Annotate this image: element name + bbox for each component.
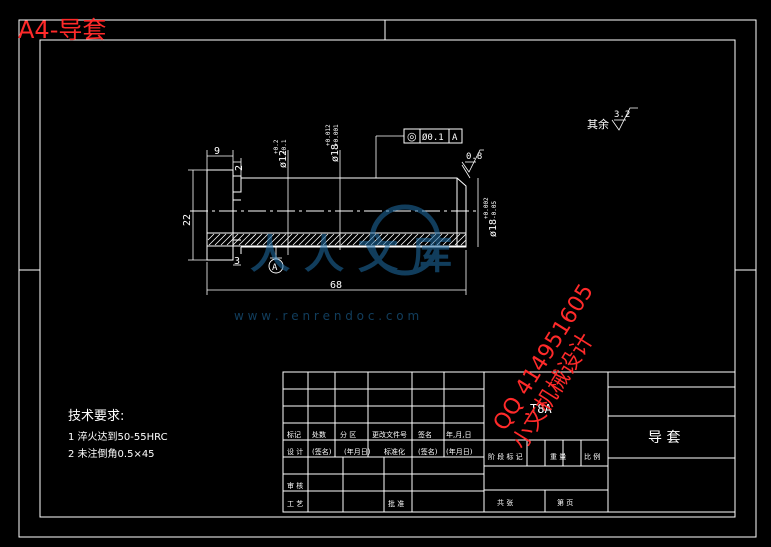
material: T8A (530, 402, 552, 416)
gdt-tolerance: Ø0.1 (422, 132, 444, 143)
dimensions (188, 135, 479, 295)
tol-bore-left-lower: +0.1 (281, 139, 288, 154)
part-view (190, 169, 480, 261)
note-other-value: 3.2 (614, 110, 630, 120)
datum-marker: A (268, 258, 284, 274)
row1-col5: 签名 (418, 430, 432, 439)
stage-marker-label: 阶 段 标 记 (488, 452, 523, 461)
review-label: 审 核 (287, 481, 303, 490)
tech-item-1: 1 淬火达到50-55HRC (68, 430, 168, 443)
title-block-text: T8A 导 套 标记 处数 分 区 更改文件号 签名 年,月,日 设 计 (签名… (287, 402, 680, 508)
tech-title: 技术要求: (68, 409, 124, 424)
row1-col3: 分 区 (340, 430, 356, 439)
tech-requirements: 技术要求: 1 淬火达到50-55HRC 2 未注倒角0.5×45 (68, 409, 168, 460)
concentricity-icon: ◎ (407, 130, 417, 143)
row2-col3: (年月日) (344, 447, 371, 456)
row2-col6: (年月日) (446, 447, 473, 456)
sheet-total: 共 张 (497, 498, 513, 507)
row2-col4: 标准化 (384, 447, 405, 456)
datum-label: A (272, 263, 278, 273)
gdt-datum: A (452, 133, 458, 143)
row1-col2: 处数 (312, 430, 326, 439)
watermark-url: w w w . r e n r e n d o c . c o m (234, 309, 419, 323)
tech-item-2: 2 未注倒角0.5×45 (68, 447, 155, 460)
roughness-symbol: 0.8 (461, 149, 484, 173)
tol-bore-left-upper: +0.2 (273, 139, 280, 154)
dia-outer-right: ø18 (488, 219, 499, 237)
dia-bore-mid: ø18 (330, 144, 341, 162)
dim-chamfer-left: 3 (234, 256, 240, 267)
section-hatching (207, 233, 467, 246)
dia-bore-left: ø12 (278, 150, 289, 168)
dim-step-small: 2 (234, 165, 245, 171)
approve-label: 批 准 (388, 499, 404, 508)
row2-col5: (签名) (418, 447, 438, 456)
other-roughness-note: 其余 3.2 (587, 107, 638, 131)
row1-col1: 标记 (287, 430, 301, 439)
note-other-label: 其余 (587, 117, 609, 131)
dim-length: 68 (330, 280, 342, 291)
dim-width-top: 9 (214, 146, 220, 157)
sheet-number: 第 页 (557, 498, 573, 507)
gdt-frame: ◎ Ø0.1 A (403, 128, 463, 144)
watermark-brand: 人人文库 (250, 232, 466, 278)
row1-col6: 年,月,日 (446, 430, 471, 439)
roughness-value: 0.8 (466, 152, 482, 162)
row1-col4: 更改文件号 (372, 430, 407, 439)
outer-border (18, 19, 757, 538)
tol-bore-mid-lower: +0.001 (333, 124, 340, 146)
process-label: 工 艺 (287, 500, 303, 508)
title-block (282, 371, 736, 513)
row2-col2: (签名) (312, 447, 332, 456)
sleeve-outline (241, 177, 467, 248)
tol-outer-right-upper: +0.002 (483, 197, 490, 219)
sheet-label: A4-导套 (18, 16, 106, 44)
dim-height: 22 (182, 214, 193, 226)
tol-outer-right-lower: -0.05 (491, 201, 498, 219)
scale-label: 比 例 (584, 452, 600, 461)
row2-col1: 设 计 (287, 447, 303, 456)
tol-bore-mid-upper: +0.012 (325, 124, 332, 146)
inner-border (39, 39, 736, 518)
part-name: 导 套 (648, 430, 680, 446)
red-stamp: QQ 414951605 小文机械设计 (489, 280, 599, 454)
weight-label: 重 量 (550, 453, 566, 461)
watermark: 人人文库 w w w . r e n r e n d o c . c o m (234, 204, 466, 323)
